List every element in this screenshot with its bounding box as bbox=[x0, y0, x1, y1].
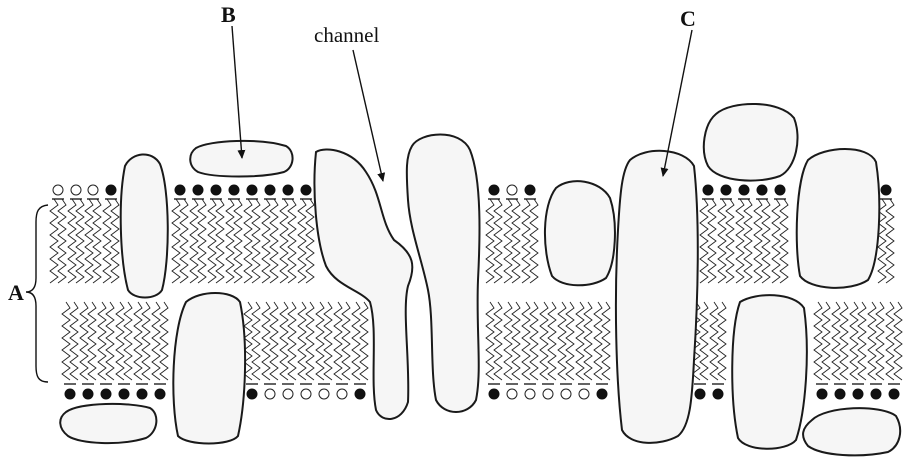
phospholipid-head bbox=[71, 185, 81, 195]
phospholipid-head bbox=[579, 389, 589, 399]
phospholipid-head bbox=[561, 389, 571, 399]
phospholipid-head bbox=[757, 185, 767, 195]
membrane-proteins bbox=[60, 104, 900, 455]
phospholipid-head bbox=[319, 389, 329, 399]
phospholipid-head bbox=[247, 185, 257, 195]
phospholipid-head bbox=[337, 389, 347, 399]
phospholipid-head bbox=[775, 185, 785, 195]
phospholipid-head bbox=[88, 185, 98, 195]
label-a: A bbox=[8, 280, 24, 305]
phospholipid-head bbox=[507, 389, 517, 399]
channel-protein-left bbox=[314, 149, 412, 419]
label-b: B bbox=[221, 2, 236, 27]
phospholipid-head bbox=[525, 185, 535, 195]
integral-protein-2 bbox=[173, 293, 245, 444]
phospholipid-head bbox=[703, 185, 713, 195]
phospholipid-head bbox=[835, 389, 845, 399]
phospholipid-head bbox=[265, 389, 275, 399]
phospholipid-head bbox=[739, 185, 749, 195]
phospholipid-head bbox=[489, 389, 499, 399]
phospholipid-head bbox=[101, 389, 111, 399]
label-c: C bbox=[680, 6, 696, 31]
phospholipid-head bbox=[175, 185, 185, 195]
phospholipid-head bbox=[119, 389, 129, 399]
phospholipid-head bbox=[355, 389, 365, 399]
phospholipid-head bbox=[597, 389, 607, 399]
arrow-b bbox=[232, 26, 242, 158]
phospholipid-head bbox=[507, 185, 517, 195]
label-channel: channel bbox=[314, 23, 379, 47]
phospholipid-head bbox=[106, 185, 116, 195]
phospholipid-head bbox=[301, 389, 311, 399]
integral-protein-3 bbox=[545, 181, 615, 285]
integral-protein-5 bbox=[732, 295, 807, 449]
phospholipid-head bbox=[211, 185, 221, 195]
phospholipid-head bbox=[889, 389, 899, 399]
integral-protein-1 bbox=[121, 154, 168, 297]
phospholipid-head bbox=[489, 185, 499, 195]
phospholipid-head bbox=[817, 389, 827, 399]
phospholipid-head bbox=[871, 389, 881, 399]
phospholipid-head bbox=[193, 185, 203, 195]
integral-protein-4 bbox=[797, 149, 880, 288]
phospholipid-head bbox=[83, 389, 93, 399]
phospholipid-head bbox=[853, 389, 863, 399]
phospholipid-head bbox=[543, 389, 553, 399]
phospholipid-head bbox=[283, 185, 293, 195]
phospholipid-head bbox=[283, 389, 293, 399]
peripheral-protein-bottom-right bbox=[803, 408, 900, 455]
phospholipid-head bbox=[525, 389, 535, 399]
peripheral-protein-top-right bbox=[704, 104, 798, 181]
phospholipid-head bbox=[229, 185, 239, 195]
phospholipid-head bbox=[65, 389, 75, 399]
phospholipid-head bbox=[247, 389, 257, 399]
bilayer-brace bbox=[26, 205, 48, 382]
phospholipid-head bbox=[53, 185, 63, 195]
phospholipid-head bbox=[155, 389, 165, 399]
phospholipid-head bbox=[721, 185, 731, 195]
phospholipid-head bbox=[881, 185, 891, 195]
phospholipid-head bbox=[695, 389, 705, 399]
phospholipid-head bbox=[137, 389, 147, 399]
integral-protein-c bbox=[616, 151, 698, 443]
phospholipid-head bbox=[301, 185, 311, 195]
phospholipid-head bbox=[713, 389, 723, 399]
peripheral-protein-lower-left bbox=[60, 404, 156, 443]
phospholipid-head bbox=[265, 185, 275, 195]
channel-protein-right bbox=[407, 135, 480, 413]
